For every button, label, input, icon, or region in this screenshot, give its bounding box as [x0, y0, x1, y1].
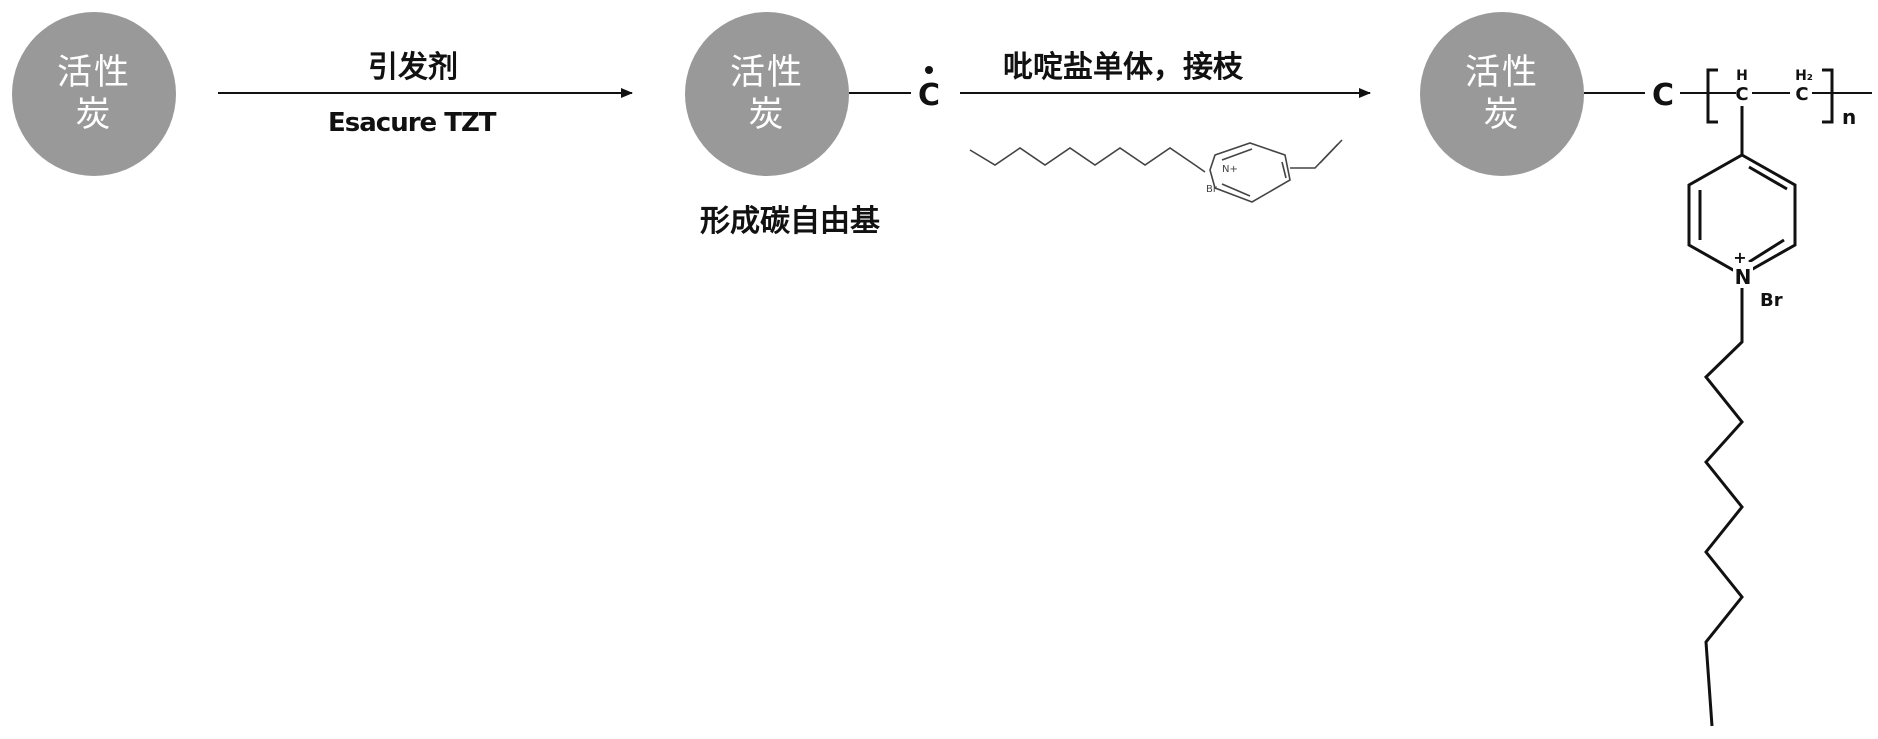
- monomer-vinyl-double-bond: [1319, 139, 1343, 164]
- monomer-vinyl-group: [1290, 143, 1339, 169]
- activated-carbon-label-line1: 活性: [729, 53, 804, 93]
- pyridinium-charge: +: [1733, 248, 1746, 267]
- repeat-count-label: n: [1842, 105, 1856, 129]
- radical-caption: 形成碳自由基: [700, 204, 880, 239]
- monomer-pyridinium-ring: [1209, 142, 1291, 203]
- step1-initiator-name: Esacure TZT: [328, 108, 497, 138]
- activated-carbon-label-line2: 炭: [748, 95, 786, 135]
- backbone-h-label: H: [1736, 68, 1748, 84]
- repeat-bracket-right: [1822, 68, 1834, 124]
- activated-carbon-start: 活性 炭: [12, 12, 176, 176]
- activated-carbon-product: 活性 炭: [1420, 12, 1584, 176]
- repeat-bracket-left: [1706, 68, 1718, 124]
- bromide-counterion: Br: [1760, 290, 1783, 311]
- step2-grafting-label: 吡啶盐单体，接枝: [1003, 50, 1243, 85]
- monomer-ring-double-bond: [1221, 183, 1251, 197]
- monomer-anion-label: Br-: [1206, 184, 1220, 195]
- monomer-octyl-chain: [969, 147, 1206, 173]
- monomer-ring-double-bond: [1221, 148, 1253, 161]
- pyridinium-monomer-structure: [969, 139, 1343, 203]
- backbone-h2-label: H₂: [1795, 68, 1813, 84]
- backbone-ch2-carbon: C: [1795, 84, 1808, 105]
- pyridinium-nitrogen: N: [1735, 265, 1752, 289]
- monomer-cation-label: N+: [1222, 164, 1238, 175]
- activated-carbon-label-line1: 活性: [1464, 53, 1539, 93]
- product-carbon-atom: C: [1652, 78, 1674, 113]
- activated-carbon-label-line1: 活性: [56, 53, 131, 93]
- radical-carbon-atom: C: [918, 78, 940, 113]
- nitrogen-label-bg: [1733, 262, 1753, 288]
- backbone-ch-carbon: C: [1735, 84, 1748, 105]
- monomer-ring-double-bond: [1281, 161, 1287, 179]
- radical-dot-icon: [925, 66, 933, 74]
- activated-carbon-label-line2: 炭: [75, 95, 113, 135]
- product-octyl-chain: [1703, 288, 1744, 727]
- activated-carbon-label-line2: 炭: [1483, 95, 1521, 135]
- activated-carbon-radical: 活性 炭: [685, 12, 849, 176]
- step1-initiator-label: 引发剂: [368, 50, 458, 85]
